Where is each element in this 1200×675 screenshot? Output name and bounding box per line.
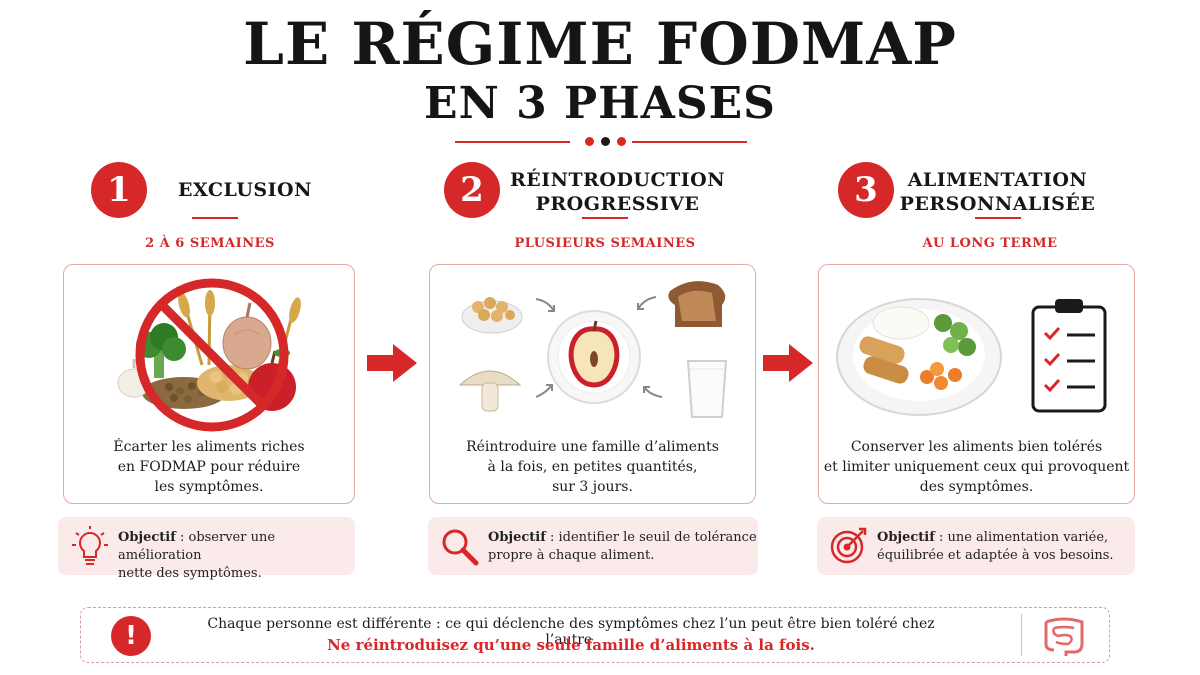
- phase-1-number: 1: [91, 162, 147, 218]
- lightbulb-icon: [72, 526, 108, 565]
- cycle-arrow-icon: [535, 296, 663, 398]
- phase-3-description: Conserver les aliments bien tolérés et l…: [819, 437, 1134, 497]
- phase-1-goal-text: Objectif : observer une amélioration net…: [118, 529, 355, 583]
- next-phase-arrow-icon: [367, 344, 417, 382]
- phase-2-title-line: RÉINTRODUCTION: [509, 169, 726, 191]
- phase-3-rule: [975, 217, 1021, 219]
- description-line: et limiter uniquement ceux qui provoquen…: [823, 459, 1130, 475]
- phase-2-goal: Objectif : identifier le seuil de toléra…: [428, 517, 758, 575]
- phase-3-goal-text: Objectif : une alimentation variée, équi…: [877, 529, 1114, 565]
- title-dot: [585, 137, 594, 146]
- goal-line: équilibrée et adaptée à vos besoins.: [877, 548, 1114, 563]
- phase-1-duration: 2 À 6 SEMAINES: [145, 236, 275, 251]
- milk-glass-icon: [686, 360, 728, 418]
- phase-2-duration: PLUSIEURS SEMAINES: [514, 236, 696, 251]
- magnifier-icon: [442, 529, 479, 566]
- phase-3-title: ALIMENTATION PERSONNALISÉE: [895, 168, 1100, 216]
- phase-2-rule: [582, 217, 628, 219]
- phase-2-card: Réintroduire une famille d’aliments à la…: [429, 264, 756, 504]
- phase-3-illustration: [836, 298, 1107, 416]
- phase-1-card: Écarter les aliments riches en FODMAP po…: [63, 264, 355, 504]
- description-line: Réintroduire une famille d’aliments: [466, 439, 719, 455]
- description-line: en FODMAP pour réduire: [117, 459, 301, 475]
- phase-1-illustration: [117, 278, 301, 432]
- phase-2-title-line: PROGRESSIVE: [535, 193, 700, 215]
- phase-3-title-line: ALIMENTATION: [907, 169, 1088, 191]
- goal-label: Objectif: [877, 530, 935, 545]
- meal-plate-icon: [836, 298, 1002, 416]
- phase-2-description: Réintroduire une famille d’aliments à la…: [430, 437, 755, 497]
- exclamation-icon: !: [111, 616, 151, 656]
- title-rule-left: [455, 141, 570, 143]
- phase-1-description: Écarter les aliments riches en FODMAP po…: [64, 437, 354, 497]
- next-phase-arrow-icon: [763, 344, 813, 382]
- description-line: Conserver les aliments bien tolérés: [850, 439, 1103, 455]
- mushroom-icon: [458, 370, 522, 412]
- description-line: les symptômes.: [154, 479, 264, 495]
- page-subtitle: EN 3 PHASES: [424, 78, 776, 129]
- notice-divider: [1021, 614, 1022, 656]
- phase-3-card: Conserver les aliments bien tolérés et l…: [818, 264, 1135, 504]
- title-dot: [617, 137, 626, 146]
- description-line: à la fois, en petites quantités,: [487, 459, 698, 475]
- page-title: LE RÉGIME FODMAP: [243, 10, 957, 78]
- bread-icon: [668, 281, 726, 327]
- phase-3-goal: Objectif : une alimentation variée, équi…: [817, 517, 1135, 575]
- goal-line: propre à chaque aliment.: [488, 548, 655, 563]
- goal-line: : une alimentation variée,: [934, 530, 1109, 545]
- chickpeas-bowl-icon: [461, 297, 523, 334]
- intestine-icon: [1044, 617, 1084, 656]
- checklist-clipboard-icon: [1031, 299, 1107, 413]
- goal-label: Objectif: [488, 530, 546, 545]
- notice-warning: Ne réintroduisez qu’une seule famille d’…: [327, 636, 815, 654]
- phase-2-title: RÉINTRODUCTION PROGRESSIVE: [505, 168, 730, 216]
- onion-icon: [222, 302, 272, 370]
- phase-1-rule: [192, 217, 238, 219]
- goal-label: Objectif: [118, 530, 176, 545]
- goal-line: : identifier le seuil de tolérance: [545, 530, 757, 545]
- phase-2-goal-text: Objectif : identifier le seuil de toléra…: [488, 529, 757, 565]
- phase-2-number: 2: [444, 162, 500, 218]
- phase-1-title: EXCLUSION: [178, 179, 312, 201]
- goal-line: : observer une amélioration: [118, 530, 276, 563]
- phase-3-number: 3: [838, 162, 894, 218]
- description-line: Écarter les aliments riches: [113, 439, 305, 455]
- phase-3-duration: AU LONG TERME: [922, 236, 1058, 251]
- phase-1-goal: Objectif : observer une amélioration net…: [58, 517, 355, 581]
- phase-2-illustration: [458, 281, 728, 418]
- description-line: des symptômes.: [919, 479, 1034, 495]
- title-rule-right: [632, 141, 747, 143]
- phase-3-title-line: PERSONNALISÉE: [899, 193, 1096, 215]
- notice-banner: ! Chaque personne est différente : ce qu…: [80, 607, 1110, 663]
- apple-plate-icon: [547, 310, 641, 404]
- title-dot: [601, 137, 610, 146]
- goal-line: nette des symptômes.: [118, 566, 262, 581]
- forbidden-sign-icon: [135, 278, 289, 432]
- target-icon: [830, 527, 867, 564]
- description-line: sur 3 jours.: [552, 479, 633, 495]
- notice-text: Chaque personne est différente : ce qui …: [207, 616, 935, 648]
